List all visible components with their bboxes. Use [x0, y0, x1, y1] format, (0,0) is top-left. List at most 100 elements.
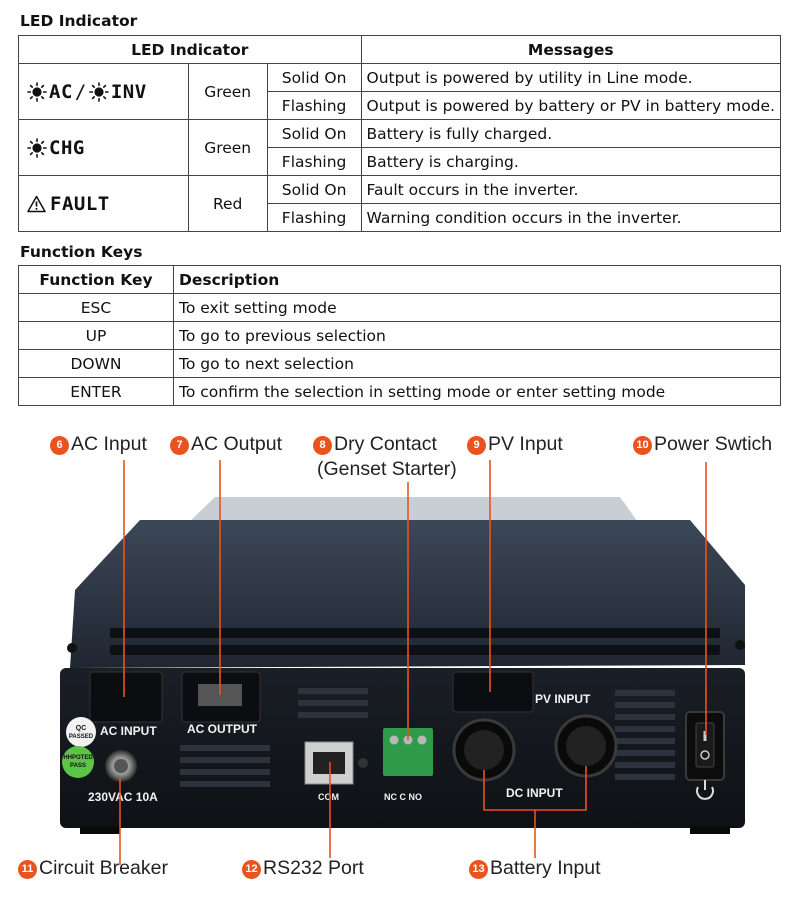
panel-label-nc-c-no: NC C NO [384, 792, 422, 802]
function-key: DOWN [18, 349, 174, 378]
callout-label: RS232 Port [263, 857, 364, 879]
led-state: Solid On [266, 175, 362, 204]
hipot-sticker-text: PASS [70, 763, 86, 769]
top-vent-slots [110, 628, 720, 655]
function-desc: To go to next selection [173, 349, 781, 378]
table-row: AC/ INV Green Solid On Output is powered… [18, 63, 781, 120]
led-section-title: LED Indicator [20, 12, 138, 30]
function-header-desc: Description [173, 265, 781, 294]
panel-label-ac-input: AC INPUT [100, 724, 157, 738]
warning-triangle-icon [27, 195, 46, 212]
panel-label-dc-input: DC INPUT [506, 786, 563, 800]
callout-label: Battery Input [490, 857, 601, 879]
function-desc: To exit setting mode [173, 293, 781, 322]
callout-number: 10 [633, 436, 652, 455]
led-ac-label: AC [49, 80, 73, 103]
table-row: UP To go to previous selection [18, 321, 781, 350]
sun-icon [27, 81, 47, 102]
led-state: Flashing [266, 147, 362, 176]
function-table-header: Function Key Description [18, 265, 781, 294]
callout-number: 6 [50, 436, 69, 455]
led-state: Flashing [266, 203, 362, 232]
table-row: CHG Green Solid On Battery is fully char… [18, 119, 781, 176]
function-key: UP [18, 321, 174, 350]
led-color: Green [187, 63, 268, 120]
led-fault-label: FAULT [50, 192, 110, 215]
callout-number: 11 [18, 860, 37, 879]
rj45-opening [313, 752, 345, 774]
callout-number: 8 [313, 436, 332, 455]
screw-icon [67, 643, 77, 653]
function-section-title: Function Keys [20, 243, 143, 261]
led-message: Output is powered by battery or PV in ba… [360, 91, 781, 120]
qc-sticker-text: QC [76, 725, 87, 732]
table-row: Flashing Warning condition occurs in the… [19, 203, 781, 232]
led-state: Flashing [266, 91, 362, 120]
screw-icon [358, 758, 368, 768]
callout-label: Circuit Breaker [39, 857, 168, 879]
led-header-messages: Messages [360, 35, 781, 64]
callout-number: 12 [242, 860, 261, 879]
function-key: ENTER [18, 377, 174, 406]
function-header-key: Function Key [18, 265, 174, 294]
callout-label: AC Output [191, 433, 283, 455]
panel-label-com: COM [318, 792, 339, 802]
table-row: Flashing Output is powered by battery or… [19, 91, 781, 120]
led-state: Solid On [266, 119, 362, 148]
table-row: Flashing Battery is charging. [19, 147, 781, 176]
pv-input-socket [452, 671, 534, 713]
sun-icon [27, 137, 47, 158]
led-inv-label: INV [110, 80, 147, 103]
led-color: Red [187, 175, 268, 232]
callout-number: 13 [469, 860, 488, 879]
led-table-header: LED Indicator Messages [18, 35, 781, 64]
panel-label-rating: 230VAC 10A [88, 790, 158, 804]
function-desc: To go to previous selection [173, 321, 781, 350]
table-row: DOWN To go to next selection [18, 349, 781, 378]
led-separator: / [74, 80, 87, 103]
power-icon [696, 780, 714, 800]
led-color: Green [187, 119, 268, 176]
callout-label: PV Input [488, 433, 563, 455]
panel-label-pv-input: PV INPUT [535, 692, 591, 706]
hipot-pass-sticker [62, 746, 94, 778]
led-message: Output is powered by utility in Line mod… [360, 63, 781, 92]
callout-label: Power Swtich [654, 433, 773, 455]
table-row: ESC To exit setting mode [18, 293, 781, 322]
callout-label: Dry Contact [334, 433, 437, 455]
callout-number: 9 [467, 436, 486, 455]
callout-number: 7 [170, 436, 189, 455]
screw-icon [735, 640, 745, 650]
qc-sticker-text: PASSED [69, 734, 94, 740]
dc-input-terminal [464, 730, 504, 770]
hipot-sticker-text: HHPOTED [63, 755, 93, 761]
led-indicator-fault: FAULT [18, 175, 189, 232]
qc-passed-sticker [66, 717, 96, 747]
ac-input-socket [89, 671, 163, 723]
function-keys-table: Function Key Description ESC To exit set… [18, 265, 781, 406]
inverter-rear-panel-illustration: QC PASSED HHPOTED PASS AC INPUT AC OUTPU… [60, 460, 745, 865]
led-message: Fault occurs in the inverter. [360, 175, 781, 204]
function-desc: To confirm the selection in setting mode… [173, 377, 781, 406]
sun-icon [89, 81, 109, 102]
table-row: FAULT Red Solid On Fault occurs in the i… [18, 175, 781, 232]
panel-vent-slots [180, 688, 675, 787]
dc-input-terminal [566, 726, 606, 766]
callout-dry-contact-sub: (Genset Starter) [317, 458, 457, 480]
led-header-indicator: LED Indicator [18, 35, 362, 64]
led-message: Battery is charging. [360, 147, 781, 176]
function-key: ESC [18, 293, 174, 322]
led-state: Solid On [266, 63, 362, 92]
led-indicator-chg: CHG [18, 119, 189, 176]
panel-label-ac-output: AC OUTPUT [187, 722, 258, 736]
table-row: ENTER To confirm the selection in settin… [18, 377, 781, 406]
led-message: Warning condition occurs in the inverter… [360, 203, 781, 232]
